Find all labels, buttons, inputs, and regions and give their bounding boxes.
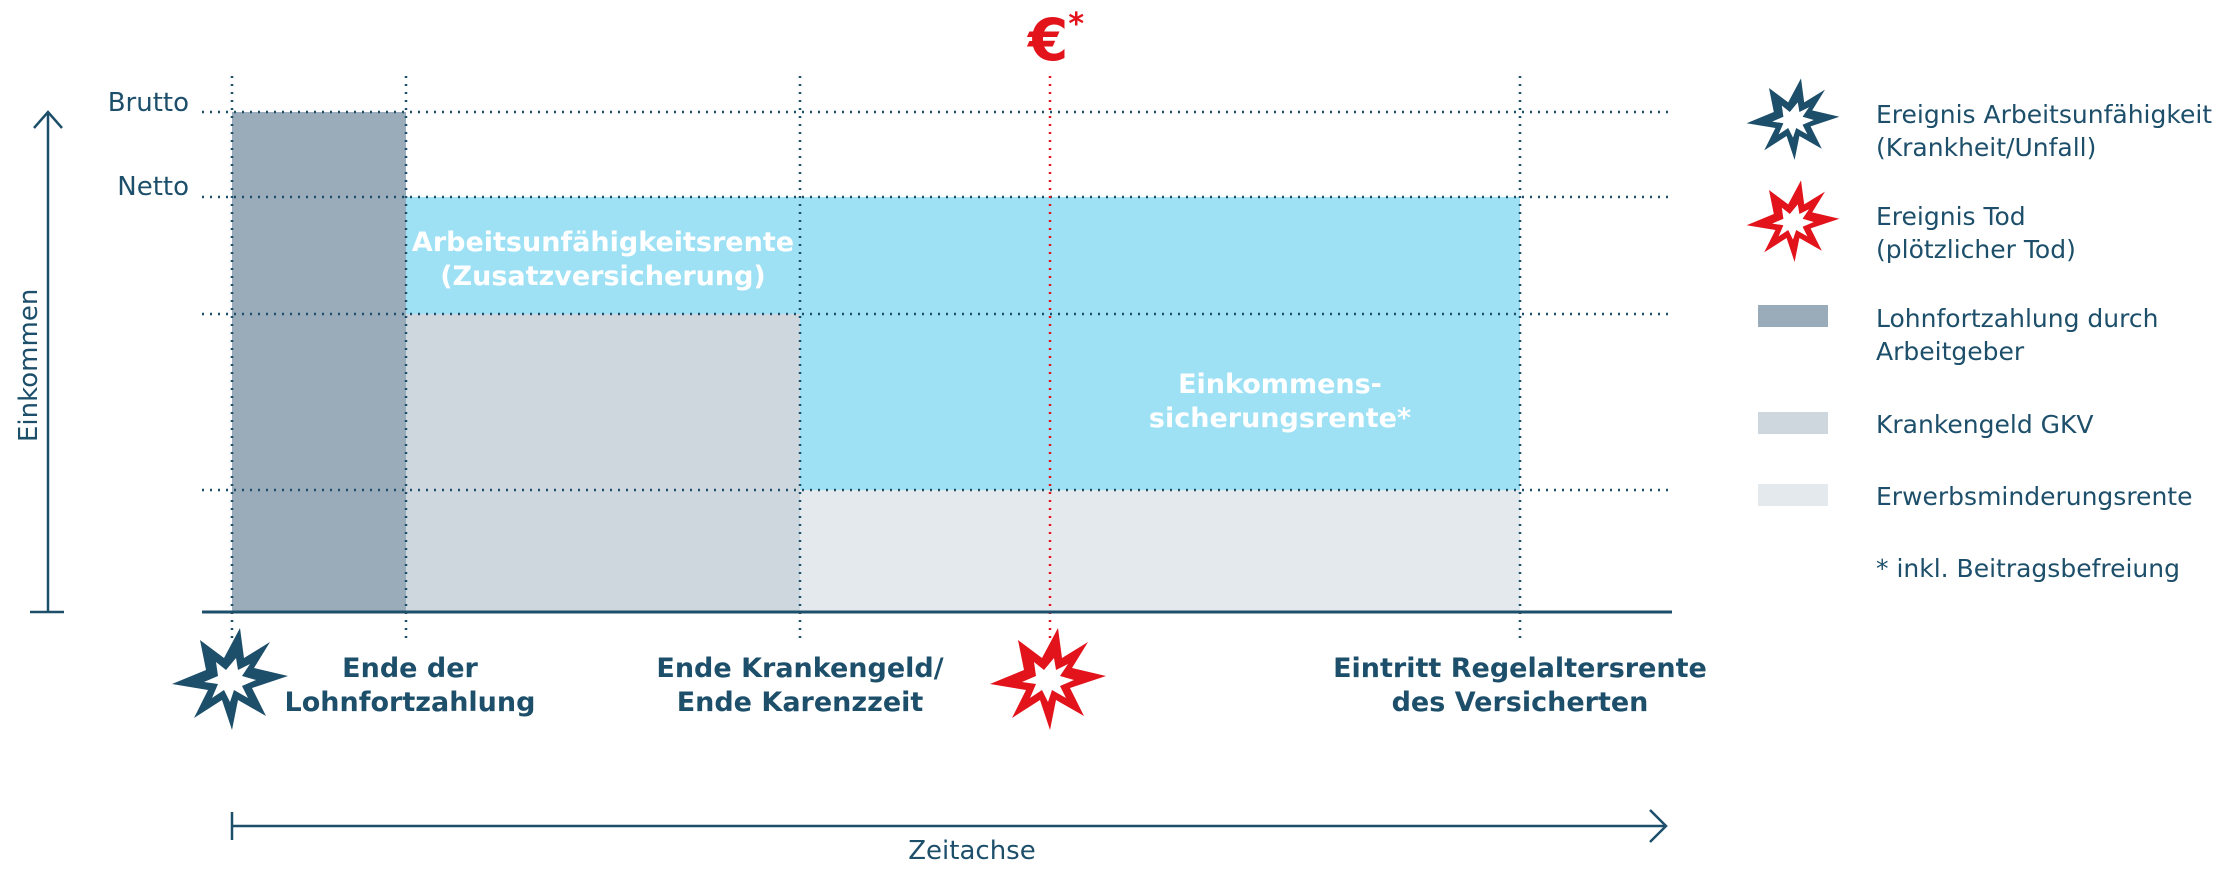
- legend-au-text: Ereignis Arbeitsunfähigkeit (Krankheit/U…: [1876, 98, 2212, 164]
- eintritt-rente-label-line2: des Versicherten: [1391, 687, 1649, 718]
- euro-asterisk: *: [1068, 6, 1085, 42]
- ende-lohn-label-line2: Lohnfortzahlung: [284, 687, 536, 718]
- x-axis-title: Zeitachse: [908, 836, 1036, 866]
- legend-tod-line1: Ereignis Tod: [1876, 202, 2026, 231]
- euro-symbol: €: [1028, 6, 1069, 74]
- legend-erwerb-text: Erwerbsminderungsrente: [1876, 482, 2193, 511]
- einkommens-rente-label-line2: sicherungsrente*: [1148, 403, 1412, 434]
- legend-lohn-text: Lohnfortzahlung durch Arbeitgeber: [1876, 302, 2158, 368]
- au-rente-label: Arbeitsunfähigkeitsrente (Zusatzversiche…: [406, 226, 800, 294]
- x-axis-arrowhead: [1649, 809, 1668, 843]
- legend-tod-text: Ereignis Tod (plötzlicher Tod): [1876, 200, 2076, 266]
- legend-lohn-line1: Lohnfortzahlung durch: [1876, 304, 2159, 333]
- legend-erwerb-swatch: [1758, 484, 1828, 506]
- y-axis-arrowhead: [33, 110, 63, 129]
- area-erwerbsminderungsrente: [800, 490, 1520, 612]
- euro-marker: €*: [1028, 6, 1084, 74]
- area-einkommens-rente: [800, 197, 1520, 490]
- ende-kranken-label-line1: Ende Krankengeld/: [656, 653, 944, 684]
- ende-kranken-label: Ende Krankengeld/ Ende Karenzzeit: [630, 652, 970, 720]
- einkommens-rente-label-line1: Einkommens-: [1178, 369, 1382, 400]
- einkommens-rente-label: Einkommens- sicherungsrente*: [1070, 368, 1490, 436]
- legend-tod-line2: (plötzlicher Tod): [1876, 235, 2076, 264]
- eintritt-rente-label: Eintritt Regelaltersrente des Versichert…: [1330, 652, 1710, 720]
- legend-note: * inkl. Beitragsbefreiung: [1876, 554, 2180, 583]
- au-rente-label-line1: Arbeitsunfähigkeitsrente: [411, 227, 795, 258]
- eintritt-rente-label-line1: Eintritt Regelaltersrente: [1333, 653, 1707, 684]
- ende-lohn-label-line1: Ende der: [342, 653, 478, 684]
- area-au-rente: [406, 197, 800, 314]
- area-lohnfortzahlung: [232, 112, 406, 612]
- legend-lohn-line2: Arbeitgeber: [1876, 337, 2025, 366]
- legend-au-line2: (Krankheit/Unfall): [1876, 133, 2097, 162]
- legend-krankengeld-text: Krankengeld GKV: [1876, 410, 2094, 439]
- ende-lohn-label: Ende der Lohnfortzahlung: [260, 652, 560, 720]
- brutto-label: Brutto: [107, 88, 189, 118]
- legend-au-line1: Ereignis Arbeitsunfähigkeit: [1876, 100, 2213, 129]
- ende-kranken-label-line2: Ende Karenzzeit: [676, 687, 924, 718]
- netto-label: Netto: [117, 172, 189, 202]
- au-rente-label-line2: (Zusatzversicherung): [440, 261, 766, 292]
- legend-kranken-swatch: [1758, 412, 1828, 434]
- legend-lohn-swatch: [1758, 305, 1828, 327]
- y-axis-title: Einkommen: [14, 288, 44, 442]
- area-krankengeld: [406, 314, 800, 612]
